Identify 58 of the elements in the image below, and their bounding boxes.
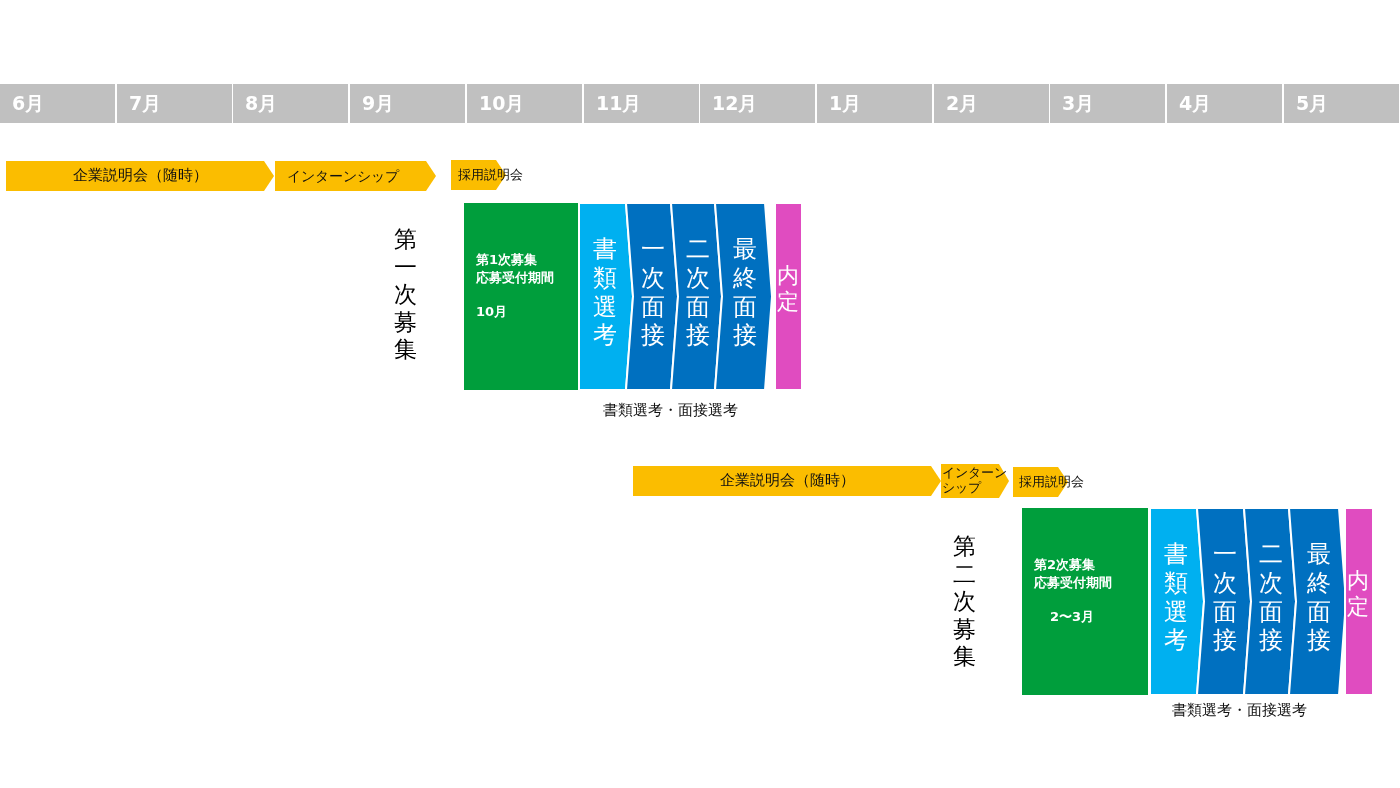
month-label: 1月 xyxy=(829,90,862,116)
period-text: 第1次募集 xyxy=(476,251,539,269)
step-label: 最終面接 xyxy=(732,235,757,352)
step-label: 書類選考 xyxy=(1164,540,1188,657)
event-label: 企業説明会（随時） xyxy=(71,167,209,185)
step-label: 内定 xyxy=(776,263,799,317)
event-label: 企業説明会（随時） xyxy=(718,472,856,490)
period-text: 応募受付期間 xyxy=(1034,574,1113,593)
period-text: 第2次募集 xyxy=(1034,556,1097,574)
stage-caption: 書類選考・面接選考 xyxy=(603,401,738,420)
step-label: 二次面接 xyxy=(1259,540,1283,657)
round-title: 第二次募集 xyxy=(953,533,976,671)
month-header-cell xyxy=(584,84,699,123)
step-label: 書類選考 xyxy=(593,235,617,352)
step-label: 二次面接 xyxy=(685,235,710,352)
month-label: 2月 xyxy=(946,90,979,116)
month-label: 10月 xyxy=(479,90,525,116)
month-header-cell xyxy=(0,84,115,123)
month-label: 12月 xyxy=(712,90,758,116)
month-header-cell xyxy=(350,84,465,123)
chevron-banner xyxy=(6,161,274,191)
month-label: 9月 xyxy=(362,90,395,116)
month-label: 7月 xyxy=(129,90,162,116)
month-label: 4月 xyxy=(1179,90,1212,116)
month-header-cell xyxy=(1167,84,1282,123)
month-header-cell xyxy=(117,84,232,123)
chevron-banner xyxy=(275,161,436,191)
result-box xyxy=(775,203,802,390)
month-label: 6月 xyxy=(12,90,45,116)
period-text: 10月 xyxy=(476,303,509,322)
month-label: 11月 xyxy=(596,90,642,116)
month-header-cell xyxy=(1050,84,1165,123)
chevron-step xyxy=(1150,508,1204,695)
chevron-step xyxy=(579,203,633,390)
month-header-cell xyxy=(233,84,348,123)
period-box xyxy=(1022,508,1148,695)
stage-caption: 書類選考・面接選考 xyxy=(1172,701,1307,720)
period-box xyxy=(464,203,578,390)
month-label: 8月 xyxy=(245,90,278,116)
month-label: 3月 xyxy=(1062,90,1095,116)
step-label: 内定 xyxy=(1347,568,1369,622)
result-box xyxy=(1345,508,1373,695)
step-label: 一次面接 xyxy=(641,235,665,352)
period-text: 2〜3月 xyxy=(1049,608,1096,627)
month-header-cell xyxy=(817,84,932,123)
period-text: 応募受付期間 xyxy=(476,269,555,288)
month-header-cell xyxy=(700,84,815,123)
event-label: インターンシップ xyxy=(286,167,401,185)
month-header-cell xyxy=(467,84,582,123)
step-label: 最終面接 xyxy=(1306,540,1331,657)
round-title: 第一次募集 xyxy=(394,226,417,364)
event-label: インターンシップ xyxy=(941,466,1008,496)
month-header-cell xyxy=(1284,84,1399,123)
month-label: 5月 xyxy=(1296,90,1329,116)
chevron-step xyxy=(715,203,772,390)
step-label: 一次面接 xyxy=(1213,540,1237,657)
month-header-cell xyxy=(934,84,1049,123)
chevron-step xyxy=(1289,508,1346,695)
